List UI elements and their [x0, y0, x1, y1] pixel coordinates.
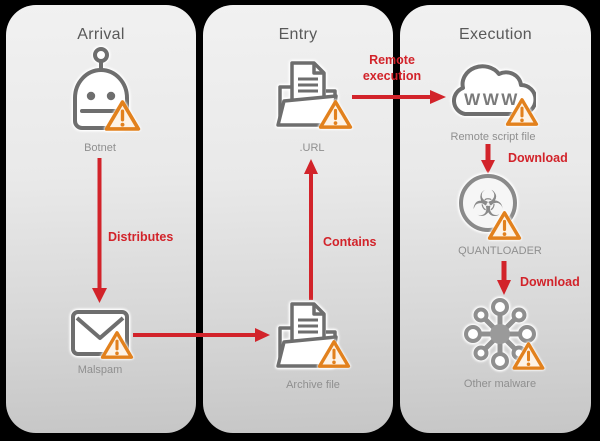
warning-triangle-icon — [505, 97, 539, 132]
download-label-2: Download — [520, 275, 580, 289]
folder-document-icon — [270, 55, 344, 136]
warning-triangle-icon — [100, 330, 134, 365]
svg-text:☣: ☣ — [472, 184, 504, 225]
remote-script-file-label: Remote script file — [450, 131, 536, 143]
quantloader-label: QUANTLOADER — [458, 245, 542, 257]
warning-triangle-icon — [317, 339, 351, 374]
cloud-www-text: WWW — [464, 90, 520, 109]
malspam-label: Malspam — [77, 364, 123, 376]
download-label-1: Download — [508, 151, 568, 165]
botnet-label: Botnet — [84, 142, 116, 154]
panel-title-entry: Entry — [278, 26, 318, 43]
warning-triangle-icon — [104, 99, 141, 137]
warning-triangle-icon — [512, 341, 545, 376]
panel-title-execution: Execution — [459, 26, 532, 43]
folder-document-icon — [270, 296, 344, 377]
warning-triangle-icon — [318, 99, 353, 135]
url-label: .URL — [299, 142, 325, 154]
distributes-label: Distributes — [108, 230, 174, 244]
panel-title-arrival: Arrival — [77, 26, 125, 43]
cloud-www-icon: WWW — [448, 62, 538, 129]
other-malware-label: Other malware — [463, 378, 537, 390]
remote-execution-label: Remote execution — [362, 53, 422, 83]
contains-label: Contains — [323, 235, 377, 249]
archive-file-label: Archive file — [286, 379, 340, 391]
malware-hub-icon — [464, 298, 536, 375]
warning-triangle-icon — [487, 210, 522, 246]
